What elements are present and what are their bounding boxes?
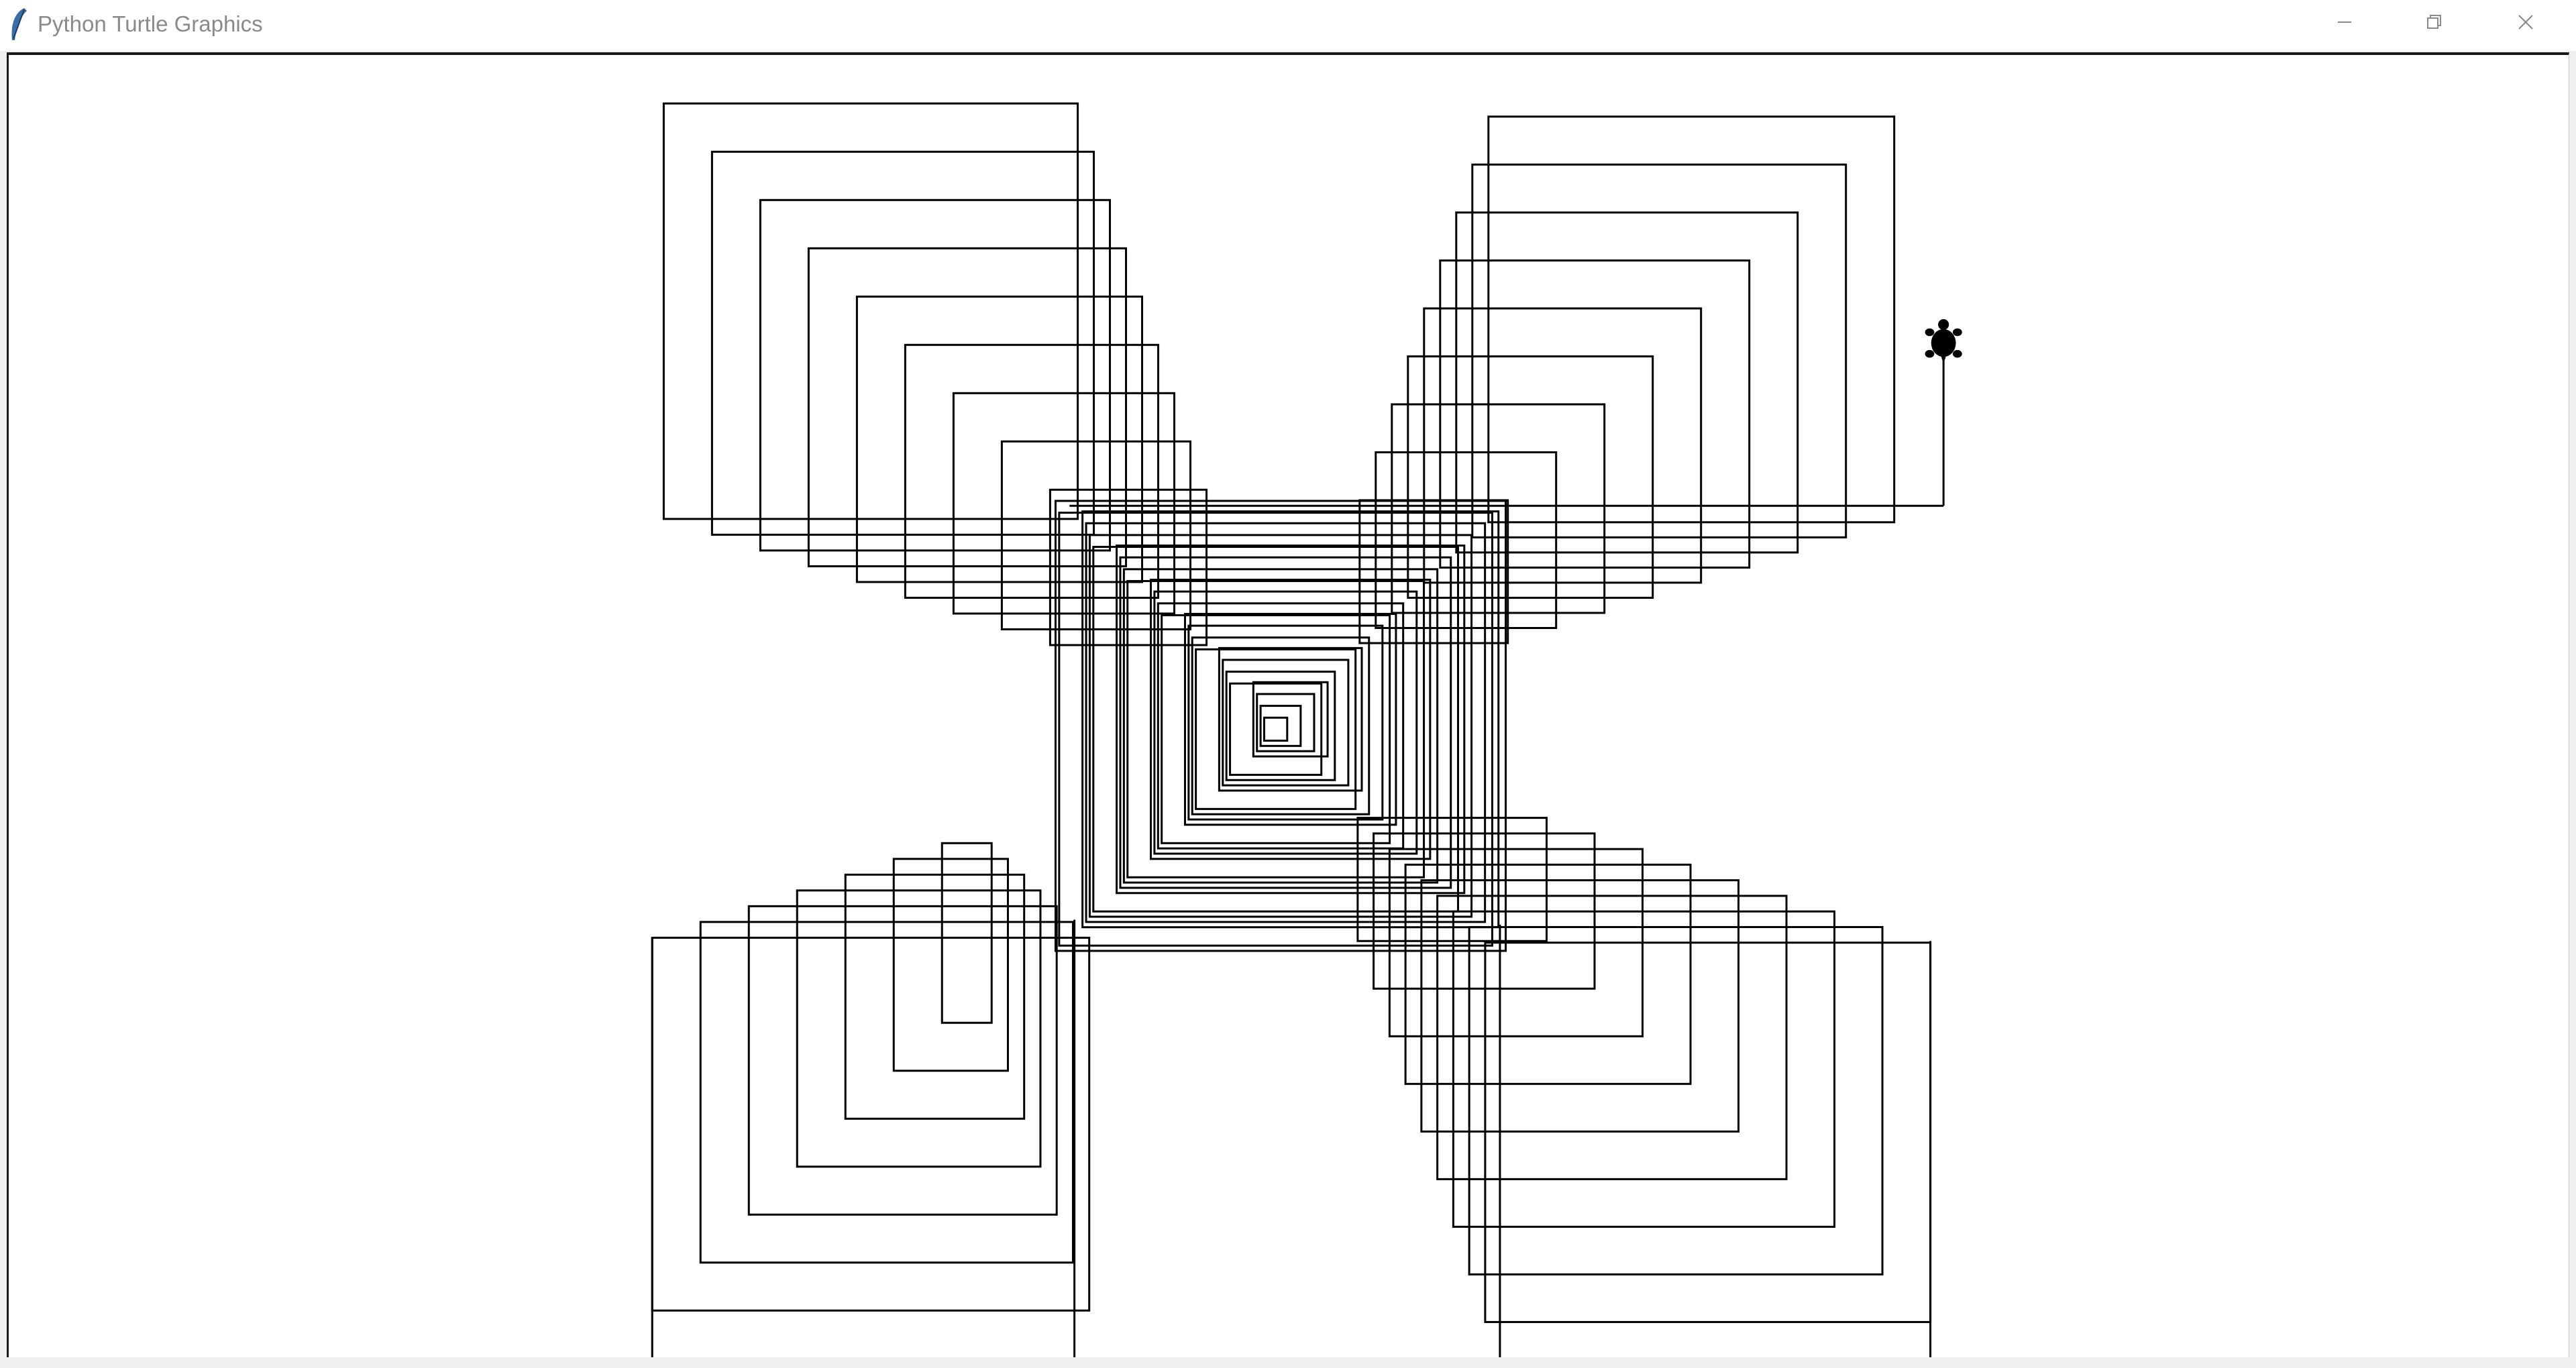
close-icon bbox=[2518, 15, 2533, 30]
fan-top-right-square bbox=[1375, 451, 1558, 629]
fan-top-right-square bbox=[1423, 307, 1703, 584]
fan-bottom-right-square bbox=[1436, 895, 1788, 1180]
core-square bbox=[1092, 546, 1459, 913]
restore-button[interactable] bbox=[2391, 0, 2478, 44]
close-button[interactable] bbox=[2482, 0, 2569, 44]
fan-top-left-square bbox=[807, 247, 1128, 567]
fan-bottom-left-square bbox=[796, 889, 1042, 1168]
turtle-canvas[interactable] bbox=[7, 52, 2569, 1357]
turtle-cursor bbox=[1925, 319, 1962, 363]
fan-bottom-left-square bbox=[941, 842, 993, 1024]
fan-bottom-left-square bbox=[844, 873, 1026, 1120]
minimize-icon bbox=[2338, 21, 2351, 23]
fan-top-left-square bbox=[662, 102, 1079, 520]
core-square bbox=[1263, 716, 1289, 742]
fan-top-right-square bbox=[1471, 163, 1847, 538]
fan-bottom-right-square bbox=[1468, 925, 1884, 1275]
core-square bbox=[1161, 614, 1391, 844]
core-square bbox=[1058, 512, 1493, 947]
core-square bbox=[1218, 646, 1363, 792]
core-square bbox=[1153, 590, 1418, 855]
turtle-drawing bbox=[651, 102, 1962, 1357]
fan-bottom-right-square bbox=[1420, 879, 1740, 1133]
core-square bbox=[1252, 681, 1329, 758]
title-bar[interactable]: Python Turtle Graphics bbox=[0, 0, 2576, 51]
window-title: Python Turtle Graphics bbox=[38, 11, 263, 36]
fan-top-right-square bbox=[1455, 211, 1799, 554]
core-square bbox=[1081, 510, 1500, 929]
fan-top-left-square bbox=[855, 295, 1144, 583]
core-square bbox=[1229, 682, 1323, 776]
fan-top-right-square bbox=[1439, 259, 1751, 569]
core-square bbox=[1195, 648, 1357, 810]
fan-top-right-square bbox=[1487, 115, 1896, 524]
core-square bbox=[1126, 579, 1426, 878]
fan-bottom-right-square bbox=[1404, 863, 1692, 1085]
core-square bbox=[1088, 534, 1473, 918]
core-square bbox=[1222, 659, 1350, 787]
fan-bottom-left-square bbox=[892, 858, 1009, 1072]
fan-bottom-right-square bbox=[1388, 848, 1644, 1037]
core-square bbox=[1259, 705, 1302, 747]
core-square bbox=[1191, 636, 1371, 815]
minimize-button[interactable] bbox=[2301, 0, 2388, 44]
fan-bottom-left-square bbox=[699, 921, 1074, 1264]
fan-top-left-square bbox=[904, 343, 1160, 599]
core-square bbox=[1054, 500, 1507, 952]
fan-bottom-right-square bbox=[1356, 817, 1548, 942]
core-square bbox=[1122, 568, 1439, 884]
core-square bbox=[1256, 693, 1316, 752]
core-square bbox=[1157, 602, 1405, 850]
fan-top-left-square bbox=[710, 150, 1095, 536]
feather-icon bbox=[7, 7, 30, 44]
restore-icon bbox=[2427, 15, 2441, 29]
fan-top-left-square bbox=[759, 198, 1112, 552]
core-square bbox=[1150, 578, 1432, 860]
core-square bbox=[1085, 522, 1487, 923]
core-square bbox=[1187, 624, 1384, 821]
fan-top-right-square bbox=[1407, 355, 1654, 599]
core-square bbox=[1225, 671, 1336, 781]
fan-bottom-right-square bbox=[1452, 910, 1836, 1228]
core-square bbox=[1183, 612, 1397, 826]
core-square bbox=[1116, 545, 1466, 895]
fan-bottom-left-square bbox=[747, 905, 1058, 1216]
core-square bbox=[1119, 556, 1452, 889]
fan-top-left-square bbox=[952, 392, 1176, 615]
